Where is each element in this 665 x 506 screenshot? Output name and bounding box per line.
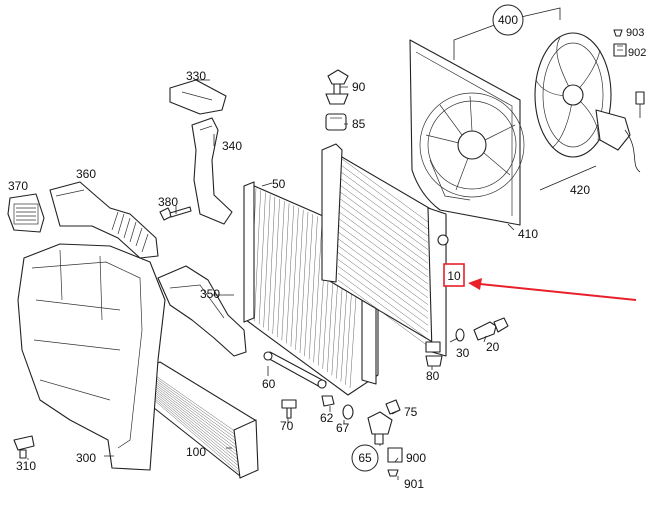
highlight-arrow	[468, 278, 637, 301]
label-100: 100	[186, 445, 206, 459]
drain-80	[425, 355, 443, 367]
label-370: 370	[8, 179, 28, 193]
label-67: 67	[336, 421, 350, 435]
front-carrier-300	[17, 243, 166, 471]
air-duct-350	[157, 265, 247, 357]
fan-shroud-410	[409, 39, 525, 226]
connector-903-902	[613, 29, 627, 57]
label-50: 50	[272, 177, 286, 191]
bolt-310	[13, 435, 35, 459]
sensor-20	[473, 317, 509, 341]
clip-90	[325, 69, 349, 105]
label-30: 30	[456, 346, 470, 360]
label-400: 400	[498, 13, 518, 27]
label-901: 901	[404, 477, 424, 491]
screw-901	[387, 469, 399, 477]
label-85: 85	[352, 117, 366, 131]
label-62: 62	[320, 411, 334, 425]
clip-330	[169, 79, 227, 115]
label-10: 10	[447, 269, 461, 283]
label-60: 60	[262, 377, 276, 391]
air-inlet-370	[7, 193, 45, 233]
switch-65	[367, 411, 393, 445]
callout-65: 65	[351, 444, 379, 472]
mount-85	[325, 113, 347, 131]
intercooler-100	[143, 361, 259, 479]
bracket-60	[263, 351, 327, 389]
label-380: 380	[158, 195, 178, 209]
callout-10-highlighted: 10	[443, 263, 465, 287]
label-65: 65	[358, 451, 372, 465]
label-410: 410	[518, 227, 538, 241]
label-340: 340	[222, 139, 242, 153]
label-90: 90	[352, 80, 366, 94]
hose-340	[191, 117, 233, 225]
label-70: 70	[280, 419, 294, 433]
label-360: 360	[76, 167, 96, 181]
leader-lines	[27, 7, 597, 480]
label-900: 900	[406, 451, 426, 465]
radiator-10	[321, 143, 449, 357]
label-420: 420	[570, 183, 590, 197]
label-350: 350	[200, 287, 220, 301]
label-902: 902	[628, 47, 646, 59]
label-75: 75	[404, 405, 418, 419]
label-903: 903	[626, 27, 644, 39]
connector-900	[387, 447, 403, 463]
bolt-75	[385, 399, 401, 415]
fan-420	[534, 32, 645, 173]
label-20: 20	[486, 340, 500, 354]
nut-62	[321, 395, 335, 407]
label-330: 330	[186, 69, 206, 83]
seal-30	[455, 328, 465, 342]
callout-400: 400	[492, 4, 524, 36]
label-300: 300	[76, 451, 96, 465]
bolt-70	[281, 399, 297, 419]
label-310: 310	[16, 459, 36, 473]
label-80: 80	[426, 369, 440, 383]
intake-360	[49, 181, 159, 259]
oring-67	[342, 404, 354, 420]
bolt-380	[159, 206, 192, 221]
